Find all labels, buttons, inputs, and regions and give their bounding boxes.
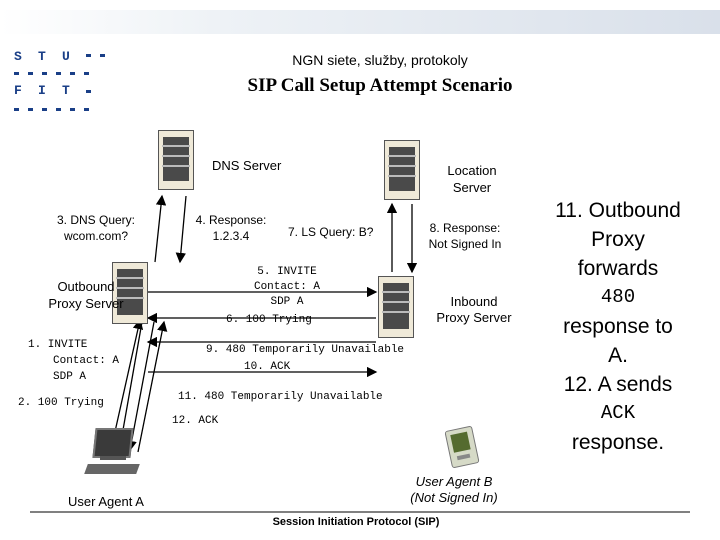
location-server-icon: [384, 140, 420, 200]
message-1-invite: 1. INVITE Contact: A SDP A: [28, 339, 120, 383]
inbound-proxy-label: Inbound Proxy Server: [436, 294, 512, 325]
arrow-ack-12: [137, 320, 168, 453]
outbound-proxy-server-icon: [112, 262, 148, 324]
message-5-invite: 5. INVITE Contact: A SDP A: [253, 266, 320, 308]
arrow-invite-1: [111, 318, 144, 446]
message-11-480: 11. 480 Temporarily Unavailable: [178, 391, 383, 403]
header-band: [0, 10, 720, 34]
dns-server-label: DNS Server: [212, 158, 282, 173]
arrow-trying-2: [116, 321, 143, 449]
message-2-trying: 2. 100 Trying: [18, 397, 104, 409]
location-server-label: Location Server: [447, 163, 497, 195]
arrow-dns-response: [175, 195, 187, 264]
arrow-480-11: [126, 321, 155, 452]
side-note: 11. Outbound Proxy forwards 480 response…: [555, 199, 681, 454]
message-7-ls-query: 7. LS Query: B?: [288, 225, 374, 239]
computer-icon: [82, 428, 142, 486]
message-4-response: 4. Response: 1.2.3.4: [195, 213, 267, 243]
arrow-dns-query: [154, 194, 167, 263]
course-title: NGN siete, služby, protokoly: [292, 52, 468, 68]
outbound-proxy-label: Outbound Proxy Server: [48, 279, 124, 311]
footer-text: Session Initiation Protocol (SIP): [272, 516, 440, 528]
message-3-dns-query: 3. DNS Query: wcom.com?: [56, 213, 136, 243]
message-10-ack: 10. ACK: [244, 361, 291, 373]
user-agent-b-label: User Agent B (Not Signed In): [410, 474, 498, 505]
dns-server-icon: [158, 130, 194, 190]
message-8-response: 8. Response: Not Signed In: [428, 221, 502, 251]
stu-fiit-logo: S T U F I T: [10, 44, 110, 124]
slide-title: SIP Call Setup Attempt Scenario: [247, 75, 513, 96]
inbound-proxy-server-icon: [378, 276, 414, 338]
message-6-trying: 6. 100 Trying: [226, 314, 312, 326]
user-agent-a-label: User Agent A: [68, 494, 144, 509]
message-12-ack: 12. ACK: [172, 415, 219, 427]
message-9-480: 9. 480 Temporarily Unavailable: [206, 344, 405, 356]
